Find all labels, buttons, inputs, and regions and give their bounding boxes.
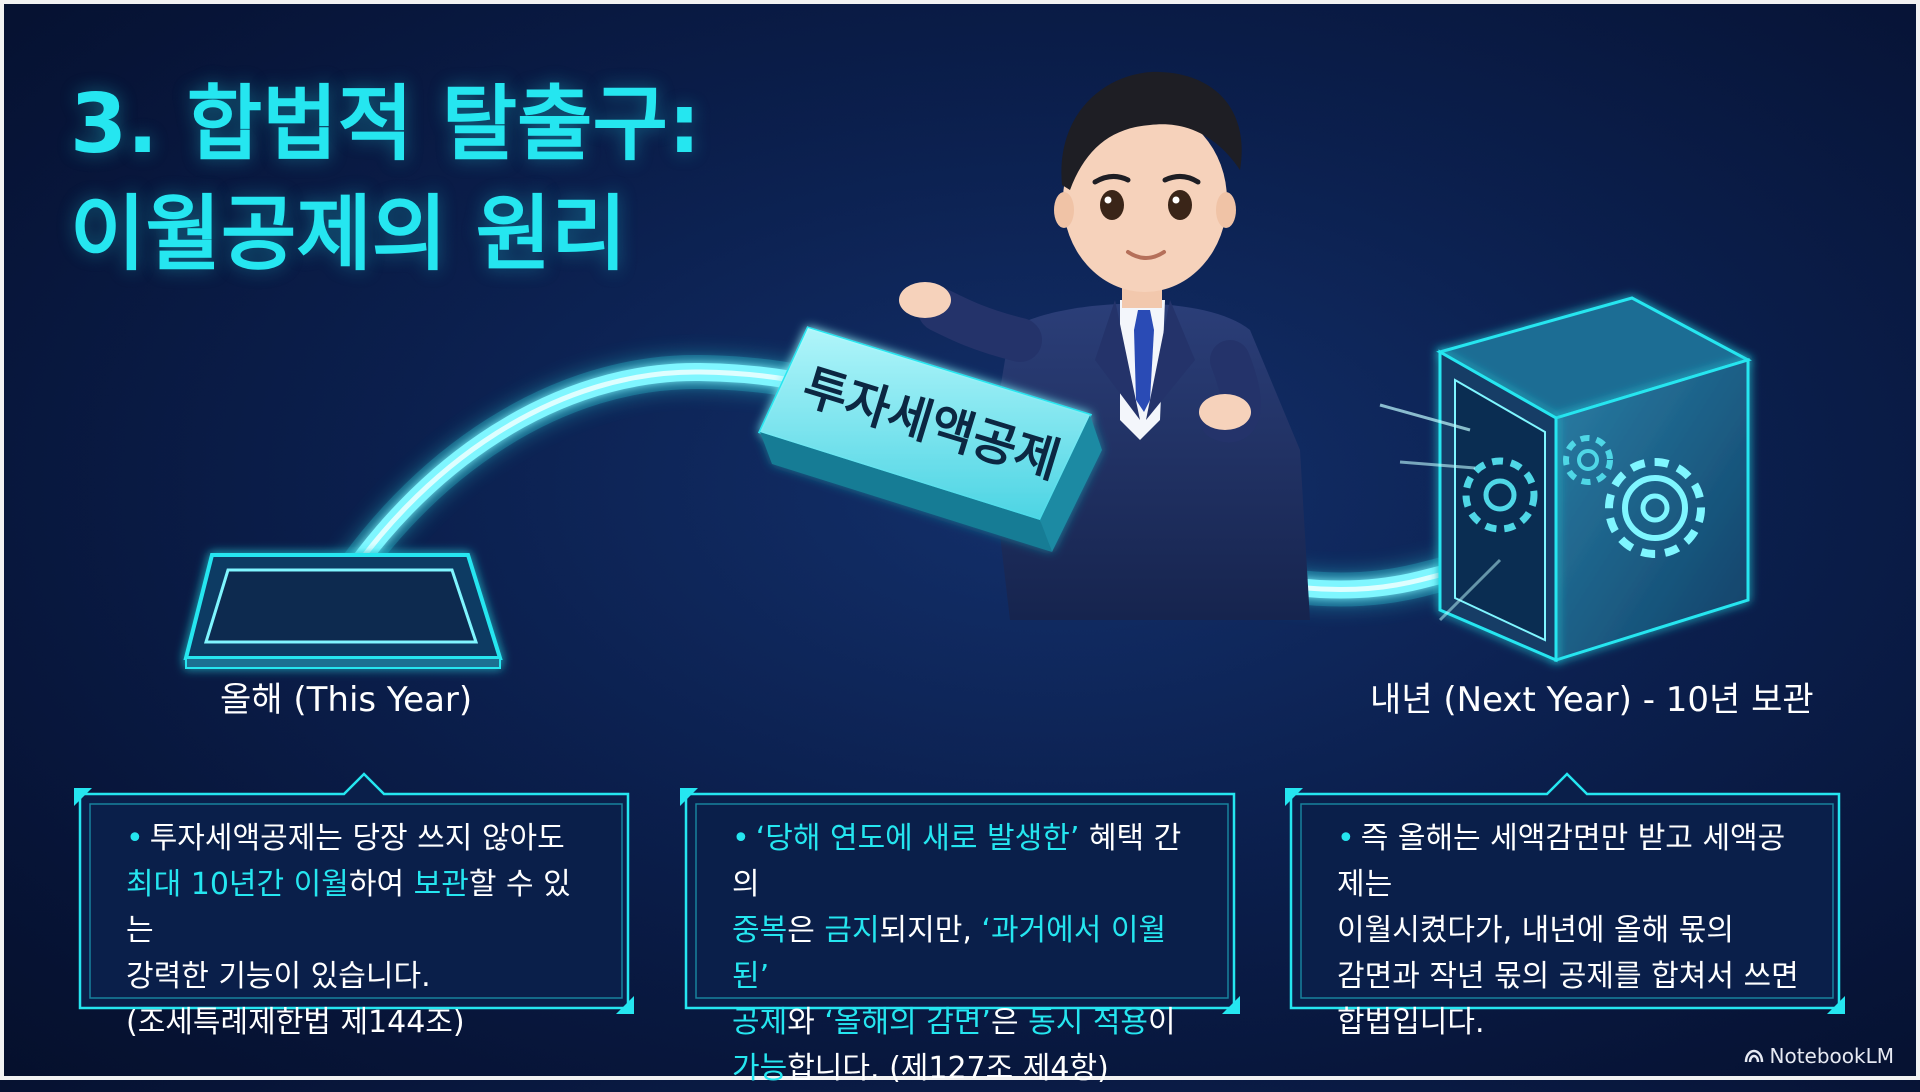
investment-credit-block: [757, 326, 1102, 552]
highlight-text: ‘당해 연도에 새로 발생한’: [755, 821, 1080, 856]
body-text: 이월시켰다가, 내년에 올해 몫의: [1337, 913, 1734, 948]
card-frame: [74, 772, 634, 1014]
highlight-text: ‘올해의 감면’: [824, 1005, 991, 1040]
body-text: 은: [787, 913, 825, 948]
body-text: (조세특례제한법 제144조): [126, 1005, 465, 1040]
gear-icon: [1462, 457, 1538, 533]
bullet-icon: •: [126, 821, 144, 856]
title-line-2: 이월공제의 원리: [70, 187, 627, 282]
body-text: 즉 올해는 세액감면만 받고 세액공제는: [1337, 821, 1786, 902]
bullet-icon: •: [1337, 821, 1355, 856]
brand-watermark: NotebookLM: [1744, 1044, 1895, 1068]
card-line: 최대 10년간 이월하여 보관할 수 있는: [126, 862, 594, 954]
body-text: 할 수 있는: [126, 867, 571, 948]
body-text: 되지만,: [879, 913, 982, 948]
card-line: 감면과 작년 몫의 공제를 합쳐서 쓰면: [1337, 954, 1805, 1000]
body-text: 합니다. (제127조 제4항): [787, 1051, 1109, 1086]
body-text: 투자세액공제는 당장 쓰지 않아도: [149, 821, 565, 856]
gear-icon: [1563, 435, 1613, 485]
advisor-character: [899, 71, 1310, 620]
card-line: 강력한 기능이 있습니다.: [126, 954, 594, 1000]
highlight-text: ‘과거에서 이월된’: [732, 913, 1167, 994]
vault-icon: [1379, 296, 1752, 663]
card-line: 합법입니다.: [1337, 1000, 1805, 1046]
card-line: •투자세액공제는 당장 쓰지 않아도: [126, 816, 594, 862]
card-line: •즉 올해는 세액감면만 받고 세액공제는: [1337, 816, 1805, 908]
body-text: 은: [990, 1005, 1029, 1040]
card-frame: [680, 788, 1240, 1014]
this-year-slot: [183, 553, 503, 669]
this-year-label: 올해 (This Year): [220, 680, 473, 720]
notebooklm-logo-icon: [1744, 1049, 1763, 1063]
highlight-text: 금지: [824, 913, 880, 948]
card-line: 공제와 ‘올해의 감면’은 동시 적용이: [732, 1000, 1200, 1046]
highlight-text: 중복: [732, 913, 788, 948]
card-line: 이월시켰다가, 내년에 올해 몫의: [1337, 908, 1805, 954]
highlight-text: 가능: [732, 1051, 788, 1086]
body-text: 이: [1148, 1005, 1176, 1040]
body-text: 혜택 간의: [732, 821, 1182, 902]
title-line-1: 3. 합법적 탈출구:: [70, 77, 701, 172]
body-text: 하여: [348, 867, 414, 902]
card-line: •‘당해 연도에 새로 발생한’ 혜택 간의: [732, 816, 1200, 908]
gear-icon: [1605, 458, 1705, 558]
highlight-text: 동시 적용: [1028, 1005, 1149, 1040]
highlight-text: 공제: [732, 1005, 788, 1040]
highlight-text: 최대 10년간 이월: [126, 867, 349, 902]
body-text: 합법입니다.: [1337, 1005, 1485, 1040]
body-text: 감면과 작년 몫의 공제를 합쳐서 쓰면: [1337, 959, 1799, 994]
card-frame: [1285, 772, 1845, 1014]
next-year-label: 내년 (Next Year) - 10년 보관: [1370, 680, 1814, 720]
body-text: 강력한 기능이 있습니다.: [126, 959, 431, 994]
card-line: (조세특례제한법 제144조): [126, 1000, 594, 1046]
page-title: 3. 합법적 탈출구: 이월공제의 원리: [70, 70, 701, 290]
card-line: 가능합니다. (제127조 제4항): [732, 1046, 1200, 1092]
bullet-icon: •: [732, 821, 750, 856]
card-line: 중복은 금지되지만, ‘과거에서 이월된’: [732, 908, 1200, 1000]
body-text: 와: [787, 1005, 825, 1040]
brand-name: NotebookLM: [1769, 1044, 1895, 1068]
highlight-text: 보관: [413, 867, 469, 902]
